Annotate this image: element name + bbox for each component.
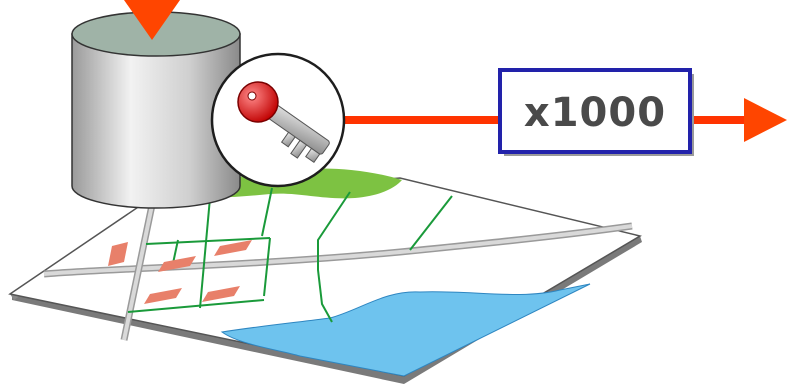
arrow-shaft-left — [328, 116, 504, 124]
building — [144, 288, 182, 304]
key-icon — [210, 52, 346, 188]
input-arrow-head — [124, 0, 180, 40]
database-cylinder-icon — [71, 11, 241, 209]
arrow-shaft-right — [690, 116, 746, 124]
roads — [43, 204, 633, 341]
map-sheet-icon — [8, 168, 642, 384]
building — [214, 240, 252, 256]
building-parcels — [108, 240, 252, 304]
cylinder-body — [71, 33, 241, 209]
building — [108, 242, 128, 266]
multiplier-label: x1000 — [524, 90, 666, 136]
output-arrow — [328, 98, 787, 142]
key-hole — [247, 91, 257, 101]
arrow-head-icon — [744, 98, 787, 142]
key-head — [237, 81, 279, 123]
water-body — [220, 283, 591, 377]
multiplier-label-box: x1000 — [498, 68, 694, 156]
parcel-lines — [127, 187, 453, 323]
building — [158, 256, 196, 272]
building — [202, 286, 240, 302]
